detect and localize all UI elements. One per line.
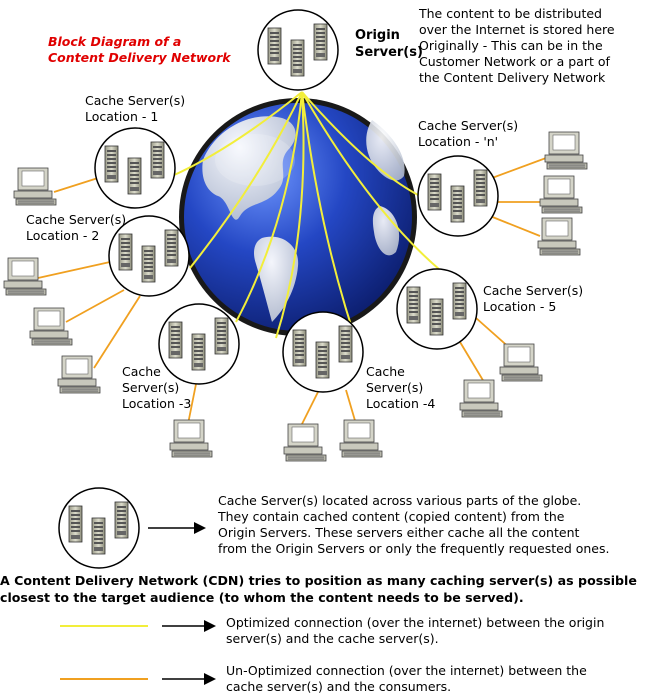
- computer-icon: [29, 307, 73, 346]
- cache-label-4: Cache Server(s) Location -4: [366, 364, 436, 411]
- optimized-connections: [171, 91, 441, 359]
- legend-unoptimized-text: Un-Optimized connection (over the intern…: [226, 663, 587, 694]
- computer-icon: [169, 419, 213, 458]
- unoptimized-connections: [37, 157, 547, 429]
- cache-cluster-1: [95, 128, 175, 208]
- computer-icon: [537, 217, 581, 256]
- computer-icon: [283, 423, 327, 462]
- cache-label-3: Cache Server(s) Location -3: [122, 364, 192, 411]
- cache-label-1: Cache Server(s) Location - 1: [85, 93, 186, 124]
- computer-icon: [57, 355, 101, 394]
- cache-label-5: Cache Server(s) Location - 5: [483, 283, 584, 314]
- origin-label: Origin Server(s): [355, 28, 423, 60]
- cache-cluster-4: [283, 312, 363, 392]
- computer-icon: [459, 379, 503, 418]
- cdn-summary: A Content Delivery Network (CDN) tries t…: [0, 573, 637, 605]
- computer-icon: [3, 257, 47, 296]
- diagram-title: Block Diagram of a Content Delivery Netw…: [48, 34, 231, 65]
- legend-cache-description: Cache Server(s) located across various p…: [218, 493, 610, 556]
- cache-cluster-5: [397, 269, 477, 349]
- cache-label-2: Cache Server(s) Location - 2: [26, 212, 127, 243]
- legend-cache-cluster: [59, 488, 139, 568]
- cache-cluster-n: [418, 156, 498, 236]
- computer-icon: [499, 343, 543, 382]
- globe-icon: [179, 98, 417, 336]
- origin-note: The content to be distributed over the I…: [419, 6, 615, 85]
- computer-icon: [13, 167, 57, 206]
- computer-icon: [339, 419, 383, 458]
- computer-icon: [539, 175, 583, 214]
- cache-label-n: Cache Server(s) Location - 'n': [418, 118, 519, 149]
- legend-optimized-text: Optimized connection (over the internet)…: [226, 615, 605, 646]
- origin-server-cluster: [258, 10, 338, 90]
- legend-arrows: [148, 522, 216, 685]
- computer-icon: [544, 131, 588, 170]
